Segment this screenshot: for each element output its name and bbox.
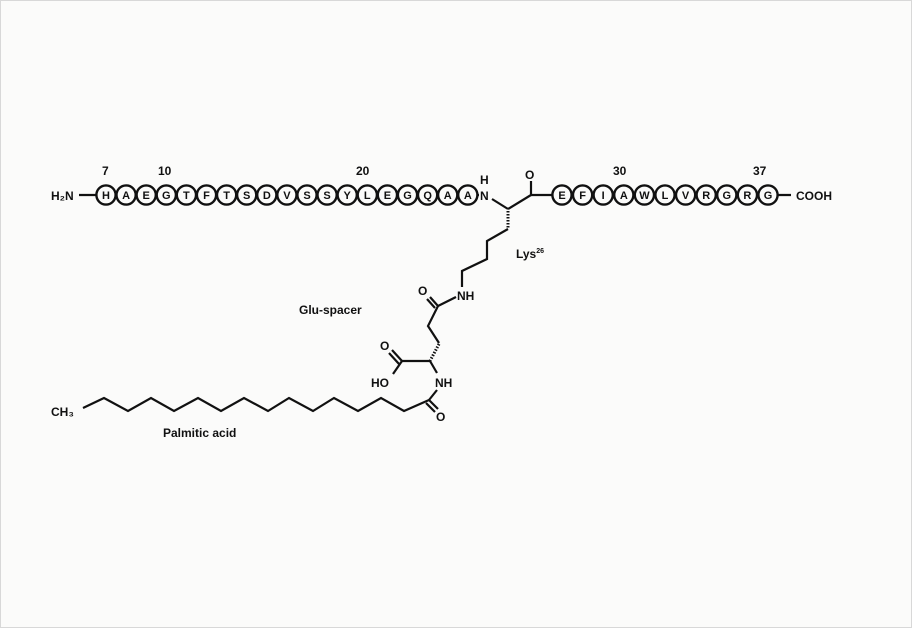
position-10-label: 10 bbox=[158, 164, 172, 178]
acid-ho-label: HO bbox=[371, 376, 389, 390]
glu-carbonyl-o-label: O bbox=[418, 284, 427, 298]
amide-n-label: N bbox=[480, 189, 489, 203]
palmitic-acid-label: Palmitic acid bbox=[163, 426, 236, 440]
c-terminus-label: COOH bbox=[796, 189, 832, 203]
residue-letter: G bbox=[764, 190, 773, 202]
residue-circle bbox=[571, 184, 594, 206]
residue-letter: G bbox=[723, 190, 732, 202]
residue-letter: G bbox=[162, 190, 171, 202]
palmitoyl-nh-label: NH bbox=[435, 376, 452, 390]
glu-spacer-label: Glu-spacer bbox=[299, 303, 362, 317]
nh-amide-bond bbox=[428, 389, 438, 401]
residue-circle bbox=[757, 184, 779, 206]
residue-letter: T bbox=[223, 190, 230, 202]
residue-letter: Y bbox=[344, 190, 352, 202]
residue-circle bbox=[551, 184, 573, 206]
nh-carbonyl-bond bbox=[437, 296, 457, 307]
residue-circle bbox=[654, 184, 676, 206]
residue-letter: E bbox=[384, 190, 391, 202]
residue-letter: L bbox=[662, 190, 669, 202]
glu-co-bond bbox=[429, 296, 439, 307]
residue-letter: V bbox=[283, 190, 291, 202]
n-terminus-label: H₂N bbox=[51, 189, 74, 203]
amide-co-bond bbox=[428, 399, 439, 410]
amide-h-label: H bbox=[480, 173, 489, 187]
residue-letter: D bbox=[263, 190, 271, 202]
acid-co-bond-2 bbox=[388, 352, 400, 365]
carbonyl-o-label: O bbox=[525, 168, 534, 182]
residue-letter: T bbox=[183, 190, 190, 202]
residue-letter: L bbox=[364, 190, 371, 202]
residue-letter: A bbox=[122, 190, 130, 202]
residue-letter: S bbox=[303, 190, 310, 202]
position-7-label: 7 bbox=[102, 164, 109, 178]
residue-letter: F bbox=[579, 190, 586, 202]
calpha-nh-bond bbox=[429, 360, 438, 374]
glu-hashed-wedge bbox=[428, 343, 441, 362]
residue-letter: R bbox=[702, 190, 710, 202]
acid-o-label: O bbox=[380, 339, 389, 353]
position-37-label: 37 bbox=[753, 164, 767, 178]
amide-o-label: O bbox=[436, 410, 445, 424]
acid-co-bond bbox=[391, 349, 403, 362]
n-calpha-bond bbox=[491, 198, 509, 210]
position-30-label: 30 bbox=[613, 164, 627, 178]
position-20-label: 20 bbox=[356, 164, 370, 178]
residue-letter: F bbox=[203, 190, 210, 202]
glu-side-chain bbox=[426, 305, 440, 344]
residue-letter: A bbox=[620, 190, 628, 202]
residue-circle bbox=[633, 184, 656, 206]
residue-circle bbox=[736, 184, 759, 206]
residue-circle bbox=[613, 184, 635, 206]
residue-letter: A bbox=[464, 190, 472, 202]
residue-circle bbox=[592, 184, 615, 206]
calpha-carbonyl-bond bbox=[507, 194, 532, 210]
residue-letter: A bbox=[444, 190, 452, 202]
residue-letter: H bbox=[102, 190, 110, 202]
lys-label: Lys26 bbox=[516, 247, 544, 261]
residue-letter: W bbox=[639, 190, 650, 202]
residue-circle bbox=[695, 184, 718, 206]
acid-oh-bond bbox=[392, 360, 403, 375]
residue-circle bbox=[674, 184, 697, 206]
ch3-label: CH₃ bbox=[51, 405, 74, 419]
palmitic-acid-chain bbox=[82, 396, 430, 413]
amide-co-bond-2 bbox=[425, 402, 436, 413]
residue-letter: Q bbox=[423, 190, 432, 202]
residue-letter: R bbox=[743, 190, 751, 202]
residue-letter: G bbox=[403, 190, 412, 202]
residue-letter: S bbox=[323, 190, 330, 202]
glu-co-bond-2 bbox=[426, 298, 436, 309]
residue-circle bbox=[456, 184, 479, 206]
lys-side-chain bbox=[460, 228, 509, 287]
residue-letter: V bbox=[682, 190, 690, 202]
spacer-nh-label: NH bbox=[457, 289, 474, 303]
residue-circle bbox=[716, 184, 738, 206]
residue-letter: E bbox=[558, 190, 565, 202]
residue-letter: E bbox=[143, 190, 150, 202]
residue-letter: S bbox=[243, 190, 250, 202]
residue-letter: I bbox=[602, 190, 605, 202]
